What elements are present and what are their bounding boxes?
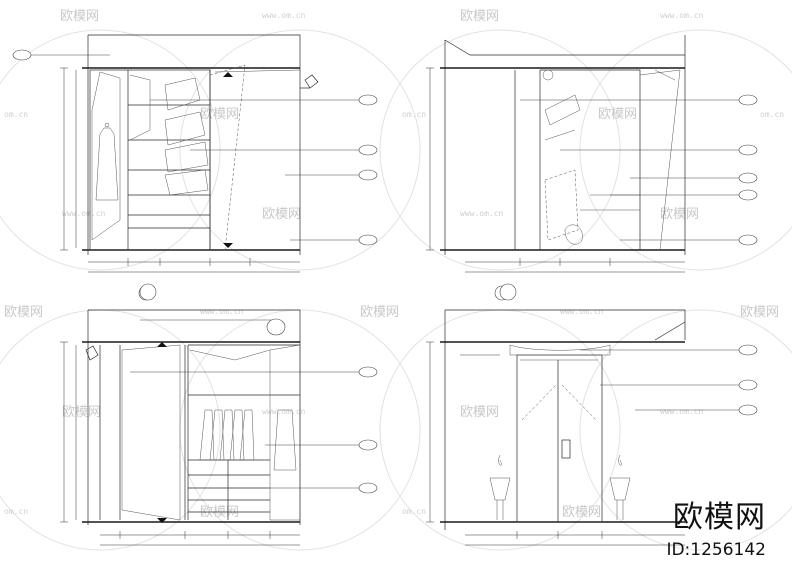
elevation-bottom-right <box>426 309 740 546</box>
watermark-brand: 欧模网 <box>562 505 601 520</box>
watermark-site: www.om.cn <box>460 209 504 218</box>
watermark-brand: 欧模网 <box>262 207 301 222</box>
elevation-bottom-left <box>60 309 360 546</box>
callout-bubbles-bottom-left <box>139 283 378 494</box>
watermark-brand: 欧模网 <box>4 305 43 320</box>
watermark-brand: 欧模网 <box>200 107 239 122</box>
watermark-site: www.om.cn <box>262 11 306 20</box>
watermark-brand: 欧模网 <box>660 207 699 222</box>
watermark-labels: 欧模网 www.om.cn 欧模网 www.om.cn om.cn 欧模网 om… <box>4 9 784 520</box>
watermark-site: www.om.cn <box>200 307 244 316</box>
elevation-top-left <box>30 34 360 273</box>
watermark-arcs <box>0 29 792 551</box>
watermark-brand: 欧模网 <box>62 405 101 420</box>
footer-brand: 欧模网 <box>673 500 766 535</box>
hanging-clothes <box>199 409 297 471</box>
watermark-brand: 欧模网 <box>460 9 499 24</box>
watermark-site: www.om.cn <box>660 11 704 20</box>
elevation-top-right <box>426 35 740 273</box>
watermark-site: www.om.cn <box>262 407 306 416</box>
watermark-brand: 欧模网 <box>360 305 399 320</box>
watermark-site: www.om.cn <box>660 407 704 416</box>
watermark-brand: 欧模网 <box>460 405 499 420</box>
watermark-site: www.om.cn <box>560 307 604 316</box>
watermark-brand: 欧模网 <box>60 9 99 24</box>
watermark-brand: 欧模网 <box>200 505 239 520</box>
watermark-site: om.cn <box>4 110 28 119</box>
watermark-site: om.cn <box>4 507 28 516</box>
callout-bubbles-top-right <box>494 94 758 301</box>
watermark-site: om.cn <box>760 110 784 119</box>
watermark-site: om.cn <box>402 507 426 516</box>
watermark-brand: 欧模网 <box>740 305 779 320</box>
watermark-site: om.cn <box>402 110 426 119</box>
watermark-site: www.om.cn <box>62 209 106 218</box>
watermark-brand: 欧模网 <box>598 107 637 122</box>
callout-bubbles-bottom-right <box>499 283 758 416</box>
footer-id-label: ID:1256142 <box>666 540 766 560</box>
